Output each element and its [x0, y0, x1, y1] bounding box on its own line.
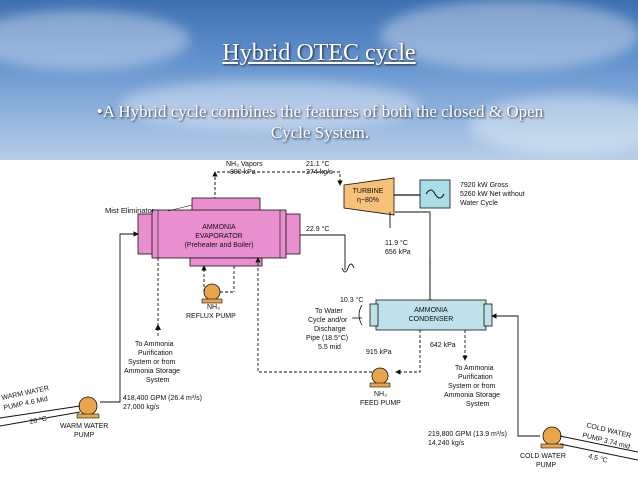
turbine: TURBINE η~80%	[343, 177, 395, 216]
cold-pump-label-1: COLD WATER	[520, 453, 566, 460]
reflux-pump-label-2: REFLUX PUMP	[186, 313, 236, 320]
top-temp-label: 21.1 °C	[306, 160, 329, 168]
purif-left-2: Purification	[138, 350, 173, 357]
turbine-label: TURBINE	[353, 188, 384, 195]
purif-right-4: Ammonia Storage	[444, 392, 500, 399]
discharge-line-1: To Water	[315, 308, 343, 315]
bullet-marker: •	[96, 102, 103, 121]
warm-pipe-temp: 26 °C	[29, 414, 48, 425]
purif-right-3: System or from	[448, 383, 496, 390]
nh3-vapors-pressure: 890 kPa	[230, 169, 256, 176]
feed-pump-label-2: FEED PUMP	[360, 400, 401, 407]
warm-pump-label-1: WARM WATER	[60, 423, 108, 430]
condenser-label-1: AMMONIA	[414, 307, 448, 314]
ammonia-condenser: AMMONIA CONDENSER	[358, 299, 493, 331]
nh3-vapors-label: NH₃ Vapors	[226, 161, 263, 168]
bullet-line-2: Cycle System.	[270, 123, 370, 142]
feed-pressure: 915 kPa	[366, 349, 392, 356]
purif-left-5: System	[146, 377, 170, 384]
slide-title: Hybrid OTEC cycle	[222, 40, 416, 66]
cold-water-pump	[540, 426, 564, 449]
purif-right-5: System	[466, 401, 490, 408]
evaporator-label-3: (Preheater and Boiler)	[185, 242, 254, 249]
slide-header-background	[0, 0, 638, 160]
warm-flow-1: 418,400 GPM (26.4 m³/s)	[123, 395, 202, 402]
condenser-pressure: 642 kPa	[430, 342, 456, 349]
cold-pipe-temp: 4.5 °C	[588, 452, 609, 464]
purif-right-1: To Ammonia	[455, 365, 494, 372]
evaporator-label-2: EVAPORATOR	[195, 233, 242, 240]
discharge-line-3: Discharge	[314, 326, 346, 333]
feed-pump-label-1: NH₃	[374, 391, 387, 398]
warm-flow-2: 27,000 kg/s	[123, 404, 160, 411]
hybrid-otec-diagram: AMMONIA EVAPORATOR (Preheater and Boiler…	[0, 160, 638, 469]
ammonia-evaporator: AMMONIA EVAPORATOR (Preheater and Boiler…	[137, 197, 301, 267]
discharge-line-4: Pipe (18.5°C)	[306, 334, 348, 342]
cold-flow-2: 14,240 kg/s	[428, 440, 465, 447]
gross-power-label: 7920 kW Gross	[460, 182, 509, 189]
turbine-out-temp: 11.9 °C	[385, 239, 408, 247]
mist-eliminator-label: Mist Eliminator	[105, 206, 155, 215]
purif-left-1: To Ammonia	[135, 341, 174, 348]
evaporator-out-temp: 22.9 °C	[306, 225, 329, 233]
cold-pump-label-2: PUMP	[536, 462, 557, 469]
reflux-pump-label-1: NH₃	[207, 304, 220, 311]
cold-flow-1: 219,800 GPM (13.9 m³/s)	[428, 431, 507, 438]
bullet-line-1: A Hybrid cycle combines the features of …	[102, 102, 544, 121]
condenser-temp: 10.3 °C	[340, 296, 363, 304]
warm-pump-label-2: PUMP	[74, 432, 95, 439]
purif-left-4: Ammonia Storage	[124, 368, 180, 375]
condenser-label-2: CONDENSER	[409, 316, 454, 323]
net-power-label-2: Water Cycle	[460, 200, 498, 207]
discharge-line-5: 5.5 mid	[318, 344, 341, 351]
warm-water-pump	[76, 396, 100, 419]
nh3-feed-pump	[369, 367, 391, 388]
purif-left-3: System or from	[128, 359, 176, 366]
bullet-text: •A Hybrid cycle combines the features of…	[22, 101, 618, 143]
purif-right-2: Purification	[458, 374, 493, 381]
top-pressure-label: 274 kg/s	[306, 169, 333, 176]
turbine-efficiency: η~80%	[357, 197, 379, 204]
net-power-label: 5260 kW Net without	[460, 191, 525, 198]
nh3-reflux-pump	[201, 283, 223, 304]
turbine-out-pressure: 656 kPa	[385, 249, 411, 256]
generator	[419, 179, 451, 209]
discharge-line-2: Cycle and/or	[308, 317, 348, 324]
evaporator-label-1: AMMONIA	[202, 224, 236, 231]
